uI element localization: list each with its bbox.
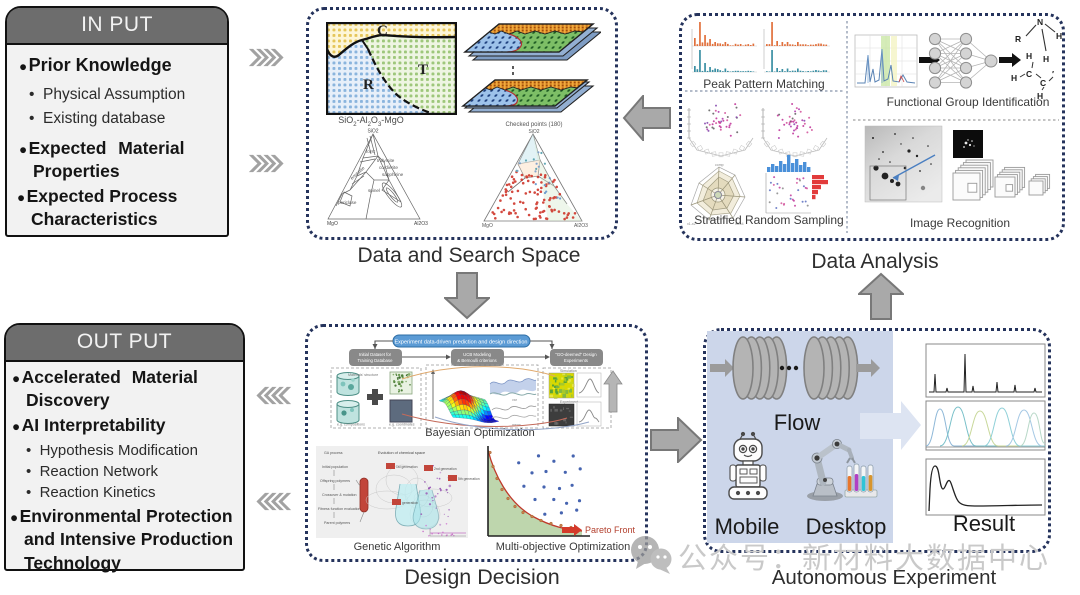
- svg-text:MgO: MgO: [482, 223, 493, 228]
- svg-text:Desktop: Desktop: [806, 514, 887, 539]
- svg-text:H: H: [1056, 31, 1062, 41]
- svg-text:x1-x2: x1-x2: [687, 222, 696, 226]
- svg-text:& Bernoulli criterions: & Bernoulli criterions: [457, 358, 496, 363]
- svg-text:comp: comp: [715, 163, 724, 167]
- svg-text:GA process: GA process: [324, 451, 343, 455]
- svg-text:Materials' structure: Materials' structure: [348, 373, 378, 377]
- svg-text:Al2O3: Al2O3: [574, 223, 588, 228]
- svg-text:Genetic Algorithm: Genetic Algorithm: [354, 541, 441, 553]
- svg-text:e.g. coordinates: e.g. coordinates: [389, 423, 415, 427]
- svg-text:H: H: [1026, 51, 1032, 61]
- svg-text:C: C: [1026, 69, 1032, 79]
- svg-text:R: R: [363, 77, 374, 93]
- svg-text:SiO2: SiO2: [528, 129, 539, 135]
- svg-text:periclase: periclase: [338, 200, 357, 205]
- svg-text:spinel: spinel: [368, 188, 380, 193]
- svg-text:Stratified Random Sampling: Stratified Random Sampling: [694, 213, 843, 227]
- svg-text:Bayesian Optimization: Bayesian Optimization: [425, 427, 534, 439]
- svg-text:MgO: MgO: [327, 221, 338, 227]
- svg-text:Al2O3: Al2O3: [414, 221, 428, 227]
- svg-text:Result: Result: [953, 511, 1015, 536]
- svg-text:Mobile: Mobile: [715, 514, 780, 539]
- svg-text:x3-x4: x3-x4: [735, 222, 744, 226]
- svg-text:H: H: [1043, 54, 1049, 64]
- svg-text:SiO2: SiO2: [367, 129, 378, 135]
- svg-text:C: C: [377, 23, 388, 39]
- svg-text:var: var: [512, 398, 518, 402]
- svg-text:sapphirine: sapphirine: [382, 172, 404, 177]
- svg-text:Training Database: Training Database: [358, 358, 394, 363]
- svg-text:Peak Pattern Matching: Peak Pattern Matching: [703, 77, 824, 91]
- svg-text:Evolution of chemical space: Evolution of chemical space: [378, 451, 425, 455]
- svg-text:N: N: [1037, 17, 1043, 27]
- svg-text:Crossover & mutation: Crossover & mutation: [322, 493, 357, 497]
- svg-text:′: ′: [1052, 69, 1054, 79]
- svg-text:Multi-objective Optimization: Multi-objective Optimization: [496, 541, 631, 553]
- svg-text:forst: forst: [366, 149, 376, 154]
- svg-text:H: H: [1011, 73, 1017, 83]
- svg-text:Experiment: Experiment: [560, 400, 578, 404]
- svg-text:"GO-deemed" Design: "GO-deemed" Design: [555, 352, 597, 357]
- svg-text:Parent polymers: Parent polymers: [324, 521, 350, 525]
- svg-text:Fitness function evaluation: Fitness function evaluation: [318, 507, 361, 511]
- svg-text:e.g. compositions: e.g. compositions: [337, 423, 365, 427]
- svg-text:Offspring polymers: Offspring polymers: [320, 479, 350, 483]
- svg-text:Initial population: Initial population: [322, 465, 348, 469]
- svg-text:2nd generation: 2nd generation: [434, 467, 457, 471]
- svg-text:Pareto Front: Pareto Front: [585, 525, 636, 535]
- svg-text:Experiment data-driven predict: Experiment data-driven prediction and de…: [395, 340, 528, 346]
- svg-text:Functional Group Identificatio: Functional Group Identification: [887, 95, 1050, 109]
- svg-text:Flow: Flow: [774, 410, 821, 435]
- svg-text:UCB Modeling: UCB Modeling: [463, 352, 491, 357]
- svg-text:H: H: [1037, 91, 1043, 101]
- svg-text:Initial Dataset for: Initial Dataset for: [359, 352, 392, 357]
- svg-text:Checked points (180): Checked points (180): [505, 122, 562, 128]
- svg-text:Experiments: Experiments: [564, 358, 588, 363]
- svg-text:generation: generation: [402, 501, 418, 505]
- svg-text:cordierite: cordierite: [379, 165, 398, 170]
- svg-text:R: R: [1015, 34, 1021, 44]
- svg-text:Image Recognition: Image Recognition: [910, 216, 1010, 230]
- svg-text:C: C: [1040, 78, 1046, 88]
- svg-text:5th generation: 5th generation: [458, 477, 480, 481]
- svg-text:1st generation: 1st generation: [396, 465, 418, 469]
- svg-text:tridymite: tridymite: [377, 158, 395, 163]
- svg-text:T: T: [418, 62, 428, 78]
- svg-text:mean: mean: [512, 423, 521, 427]
- svg-text:Simulation: Simulation: [560, 369, 577, 373]
